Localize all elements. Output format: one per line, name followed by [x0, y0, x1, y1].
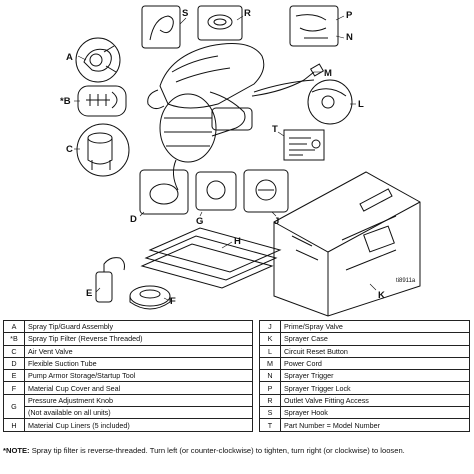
part-desc-note: (Not available on all units) [23, 406, 254, 420]
part-desc: Pressure Adjustment Knob [23, 393, 254, 408]
cup-liners [140, 227, 282, 289]
callout-b: *B [60, 96, 71, 107]
detail-sprayer-hook [141, 5, 181, 49]
part-desc: Pump Armor Storage/Startup Tool [23, 369, 254, 383]
part-key: M [259, 356, 281, 371]
detail-suction-tube [139, 169, 189, 215]
callout-m: M [324, 68, 332, 79]
callout-s: S [182, 8, 188, 19]
callout-k: K [378, 290, 385, 301]
cup-cover [129, 285, 171, 310]
callout-j: J [274, 216, 279, 227]
power-cord [251, 63, 325, 97]
part-desc: Spray Tip/Guard Assembly [23, 319, 254, 334]
sprayer-case [273, 171, 421, 317]
callout-r: R [244, 8, 251, 19]
part-key: S [259, 406, 281, 420]
part-key: K [259, 332, 281, 346]
footnote: *NOTE: Spray tip filter is reverse-threa… [3, 446, 473, 456]
part-desc: Power Cord [279, 356, 471, 371]
callout-e: E [86, 288, 92, 299]
callout-a: A [66, 52, 73, 63]
part-desc: Sprayer Trigger [279, 369, 471, 383]
callout-p: P [346, 10, 353, 21]
note-text: Spray tip filter is reverse-threaded. Tu… [29, 446, 405, 455]
part-key: H [3, 418, 25, 432]
leader-lines [74, 15, 377, 301]
detail-outlet-valve [197, 5, 243, 41]
storage-tool [95, 257, 125, 303]
figure-id: ti8911a [396, 278, 416, 284]
callout-h: H [234, 236, 241, 247]
part-key: C [3, 344, 25, 358]
callout-t: T [272, 124, 278, 135]
part-desc: Prime/Spray Valve [279, 319, 471, 334]
detail-prime-valve [243, 169, 289, 213]
part-key: N [259, 369, 281, 383]
part-desc: Sprayer Trigger Lock [279, 381, 471, 395]
detail-tip-filter [77, 85, 127, 117]
part-desc: Material Cup Liners (5 included) [23, 418, 254, 432]
callout-c: C [66, 144, 73, 155]
part-desc: Part Number = Model Number [279, 418, 471, 432]
part-desc: Outlet Valve Fitting Access [279, 393, 471, 408]
part-desc: Circuit Reset Button [279, 344, 471, 358]
part-key: E [3, 369, 25, 383]
callout-f: F [170, 296, 176, 307]
detail-label-plate [283, 129, 325, 161]
part-key: *B [3, 332, 25, 346]
part-desc: Spray Tip Filter (Reverse Threaded) [23, 332, 254, 346]
part-key: T [259, 418, 281, 432]
parts-diagram: A *B C S R P N M L T D G J H E F K ti891… [60, 5, 421, 317]
note-label: *NOTE: [3, 446, 30, 455]
part-key: G [3, 393, 25, 420]
part-key: L [259, 344, 281, 358]
detail-spray-tip-guard [75, 37, 121, 83]
part-desc: Material Cup Cover and Seal [23, 381, 254, 395]
detail-reset-button [307, 79, 353, 125]
detail-air-vent-valve [76, 123, 130, 177]
part-desc: Air Vent Valve [23, 344, 254, 358]
part-key: P [259, 381, 281, 395]
detail-trigger [289, 5, 339, 47]
callout-g: G [196, 216, 203, 227]
detail-pressure-knob [195, 171, 237, 211]
part-desc: Sprayer Hook [279, 406, 471, 420]
callout-n: N [346, 32, 353, 43]
part-key: J [259, 319, 281, 334]
part-desc: Flexible Suction Tube [23, 356, 254, 371]
part-key: A [3, 319, 25, 334]
part-desc: Sprayer Case [279, 332, 471, 346]
callout-l: L [358, 99, 364, 110]
table-row: (Not available on all units) [4, 406, 254, 420]
part-key: D [3, 356, 25, 371]
sprayer-body [147, 43, 315, 191]
part-key: R [259, 393, 281, 408]
part-key: F [3, 381, 25, 395]
callout-d: D [130, 214, 137, 225]
